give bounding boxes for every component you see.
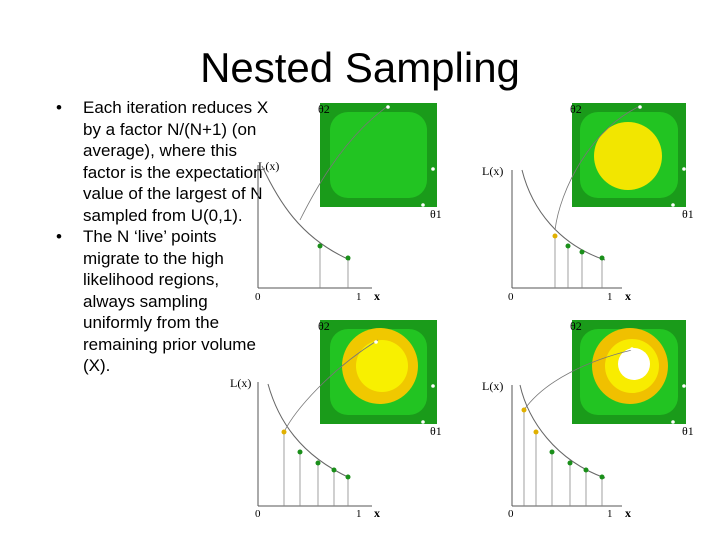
- panel-top-right: θ2 θ1 L(x) 0 1 x: [482, 102, 694, 303]
- prior-square-outer: [320, 320, 437, 424]
- prior-square-inner: [580, 112, 678, 198]
- x-origin-label: 0: [255, 508, 261, 520]
- live-point: [345, 255, 351, 261]
- likelihood-curve: [267, 383, 351, 479]
- live-point: [297, 449, 303, 455]
- likelihood-curve: [521, 169, 606, 261]
- axis-label-theta1: θ1: [682, 424, 694, 438]
- likelihood-contour-core: [356, 340, 408, 392]
- dead-point: [552, 233, 558, 239]
- bullet-dot-icon: •: [56, 227, 62, 246]
- live-point: [565, 243, 571, 249]
- sample-point: [682, 167, 686, 171]
- connector-line: [283, 339, 379, 433]
- x-axis-label: x: [374, 506, 380, 520]
- axis-label-theta1: θ1: [682, 207, 694, 221]
- connector-line: [554, 105, 641, 231]
- slide-title-text: Nested Sampling: [200, 44, 520, 91]
- x-one-label: 1: [607, 291, 613, 303]
- likelihood-curve: [519, 384, 606, 479]
- x-axis-label: x: [625, 506, 631, 520]
- x-one-label: 1: [607, 508, 613, 520]
- x-axis-label: x: [374, 289, 380, 303]
- x-one-label: 1: [356, 291, 362, 303]
- axis-label-theta2: θ2: [570, 319, 582, 333]
- sample-point: [431, 167, 435, 171]
- likelihood-contour-core: [594, 122, 662, 190]
- dead-point: [533, 429, 539, 435]
- panel-top-left: θ2 θ1 L(x) 0 1 x: [255, 102, 442, 303]
- likelihood-label: L(x): [482, 164, 503, 178]
- live-point: [345, 474, 351, 480]
- live-point: [599, 474, 605, 480]
- axis-label-theta1: θ1: [430, 207, 442, 221]
- axis-label-theta2: θ2: [570, 102, 582, 116]
- bullet-item-2: • The N ‘live’ points migrate to the high…: [56, 226, 271, 377]
- sample-point: [630, 347, 634, 351]
- sample-point: [638, 105, 642, 109]
- sample-point: [431, 384, 435, 388]
- sample-point: [374, 340, 378, 344]
- dead-point: [521, 407, 527, 413]
- likelihood-contour-outer: [592, 328, 668, 404]
- x-axis-label: x: [625, 289, 631, 303]
- likelihood-hole: [618, 348, 650, 380]
- sample-point: [421, 203, 425, 207]
- likelihood-label: L(x): [482, 379, 503, 393]
- slide-title: Nested Sampling: [0, 44, 720, 92]
- axis-label-theta1: θ1: [430, 424, 442, 438]
- x-one-label: 1: [356, 508, 362, 520]
- live-point: [567, 460, 573, 466]
- connector-line: [299, 105, 389, 221]
- likelihood-label: L(x): [230, 376, 251, 390]
- live-point: [579, 249, 585, 255]
- likelihood-curve: [261, 165, 351, 261]
- live-point: [317, 243, 323, 249]
- connector-line: [523, 349, 633, 411]
- live-point: [331, 467, 337, 473]
- sample-point: [671, 203, 675, 207]
- x-origin-label: 0: [508, 508, 514, 520]
- sample-point: [682, 384, 686, 388]
- bullet-text-2: The N ‘live’ points migrate to the high …: [83, 227, 256, 375]
- axis-label-theta2: θ2: [318, 102, 330, 116]
- bullet-dot-icon: •: [56, 98, 62, 117]
- likelihood-contour-outer: [342, 328, 418, 404]
- bullet-item-1: • Each iteration reduces X by a factor N/…: [56, 97, 271, 226]
- sample-point: [671, 420, 675, 424]
- panel-bottom-right: θ2 θ1 L(x) 0 1 x: [482, 319, 694, 520]
- live-point: [583, 467, 589, 473]
- bullet-text-1: Each iteration reduces X by a factor N/(…: [83, 98, 269, 225]
- live-point: [599, 255, 605, 261]
- prior-square-outer: [320, 103, 437, 207]
- prior-square-inner: [330, 329, 427, 415]
- dead-point: [281, 429, 287, 435]
- prior-square-inner: [330, 112, 427, 198]
- live-point: [315, 460, 321, 466]
- prior-square-outer: [572, 103, 686, 207]
- x-origin-label: 0: [508, 291, 514, 303]
- prior-square-inner: [580, 329, 678, 415]
- sample-point: [386, 105, 390, 109]
- prior-square-outer: [572, 320, 686, 424]
- bullet-list: • Each iteration reduces X by a factor N/…: [56, 97, 271, 377]
- sample-point: [421, 420, 425, 424]
- likelihood-contour-core: [605, 339, 659, 393]
- live-point: [549, 449, 555, 455]
- axis-label-theta2: θ2: [318, 319, 330, 333]
